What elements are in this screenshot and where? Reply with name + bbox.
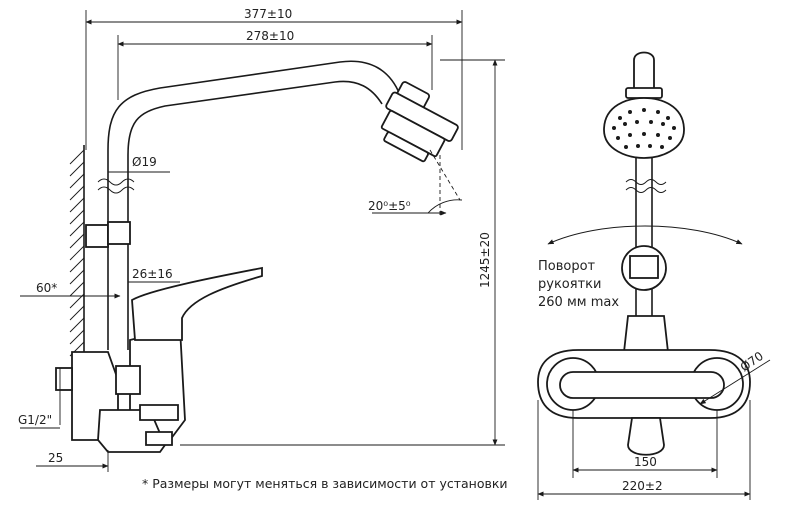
mixer-lever: [131, 266, 263, 341]
dim-flange-diameter: Ø70: [738, 349, 766, 375]
dim-overall-width: 377±10: [244, 7, 292, 21]
dim-lever-offset: 26±16: [132, 267, 173, 281]
shower-head-top: [633, 51, 655, 93]
shower-nozzles: [612, 108, 676, 149]
shower-pipe-inner: [127, 80, 383, 350]
rotation-arc: [547, 225, 743, 245]
footnote: * Размеры могут меняться в зависимости о…: [142, 476, 508, 491]
pipe-break-mark: [97, 178, 135, 186]
dim-body-width: 220±2: [622, 479, 663, 493]
front-view: Поворот рукоятки 260 мм max Ø70 150 220±…: [537, 51, 771, 500]
dim-head-angle: 20⁰±5⁰: [368, 199, 411, 213]
dim-pipe-diameter: Ø19: [132, 155, 157, 169]
inlet-connector: [55, 367, 73, 391]
wall-hatching: [69, 145, 85, 360]
shower-pipe-outer: [107, 60, 401, 350]
side-view: 377±10 278±10 Ø19 20⁰±5⁰ 1245±20 26±16 6…: [18, 7, 505, 472]
dim-total-height: 1245±20: [478, 232, 492, 288]
shower-head: [380, 81, 459, 163]
dim-thread: G1/2": [18, 413, 52, 427]
dim-wall-offset: 60*: [36, 281, 57, 295]
rotation-note-line3: 260 мм max: [538, 295, 619, 310]
diverter-nut: [115, 365, 141, 395]
rotation-note-line2: рукоятки: [538, 277, 601, 292]
dim-arm-width: 278±10: [246, 29, 294, 43]
front-lever: [622, 315, 670, 353]
shower-head-face: [603, 97, 685, 159]
dim-base-offset: 25: [48, 451, 63, 465]
dim-inlet-spacing: 150: [634, 455, 657, 469]
rotation-note-line1: Поворот: [538, 259, 596, 274]
wall-bracket: [85, 224, 109, 248]
front-spout: [627, 417, 665, 456]
